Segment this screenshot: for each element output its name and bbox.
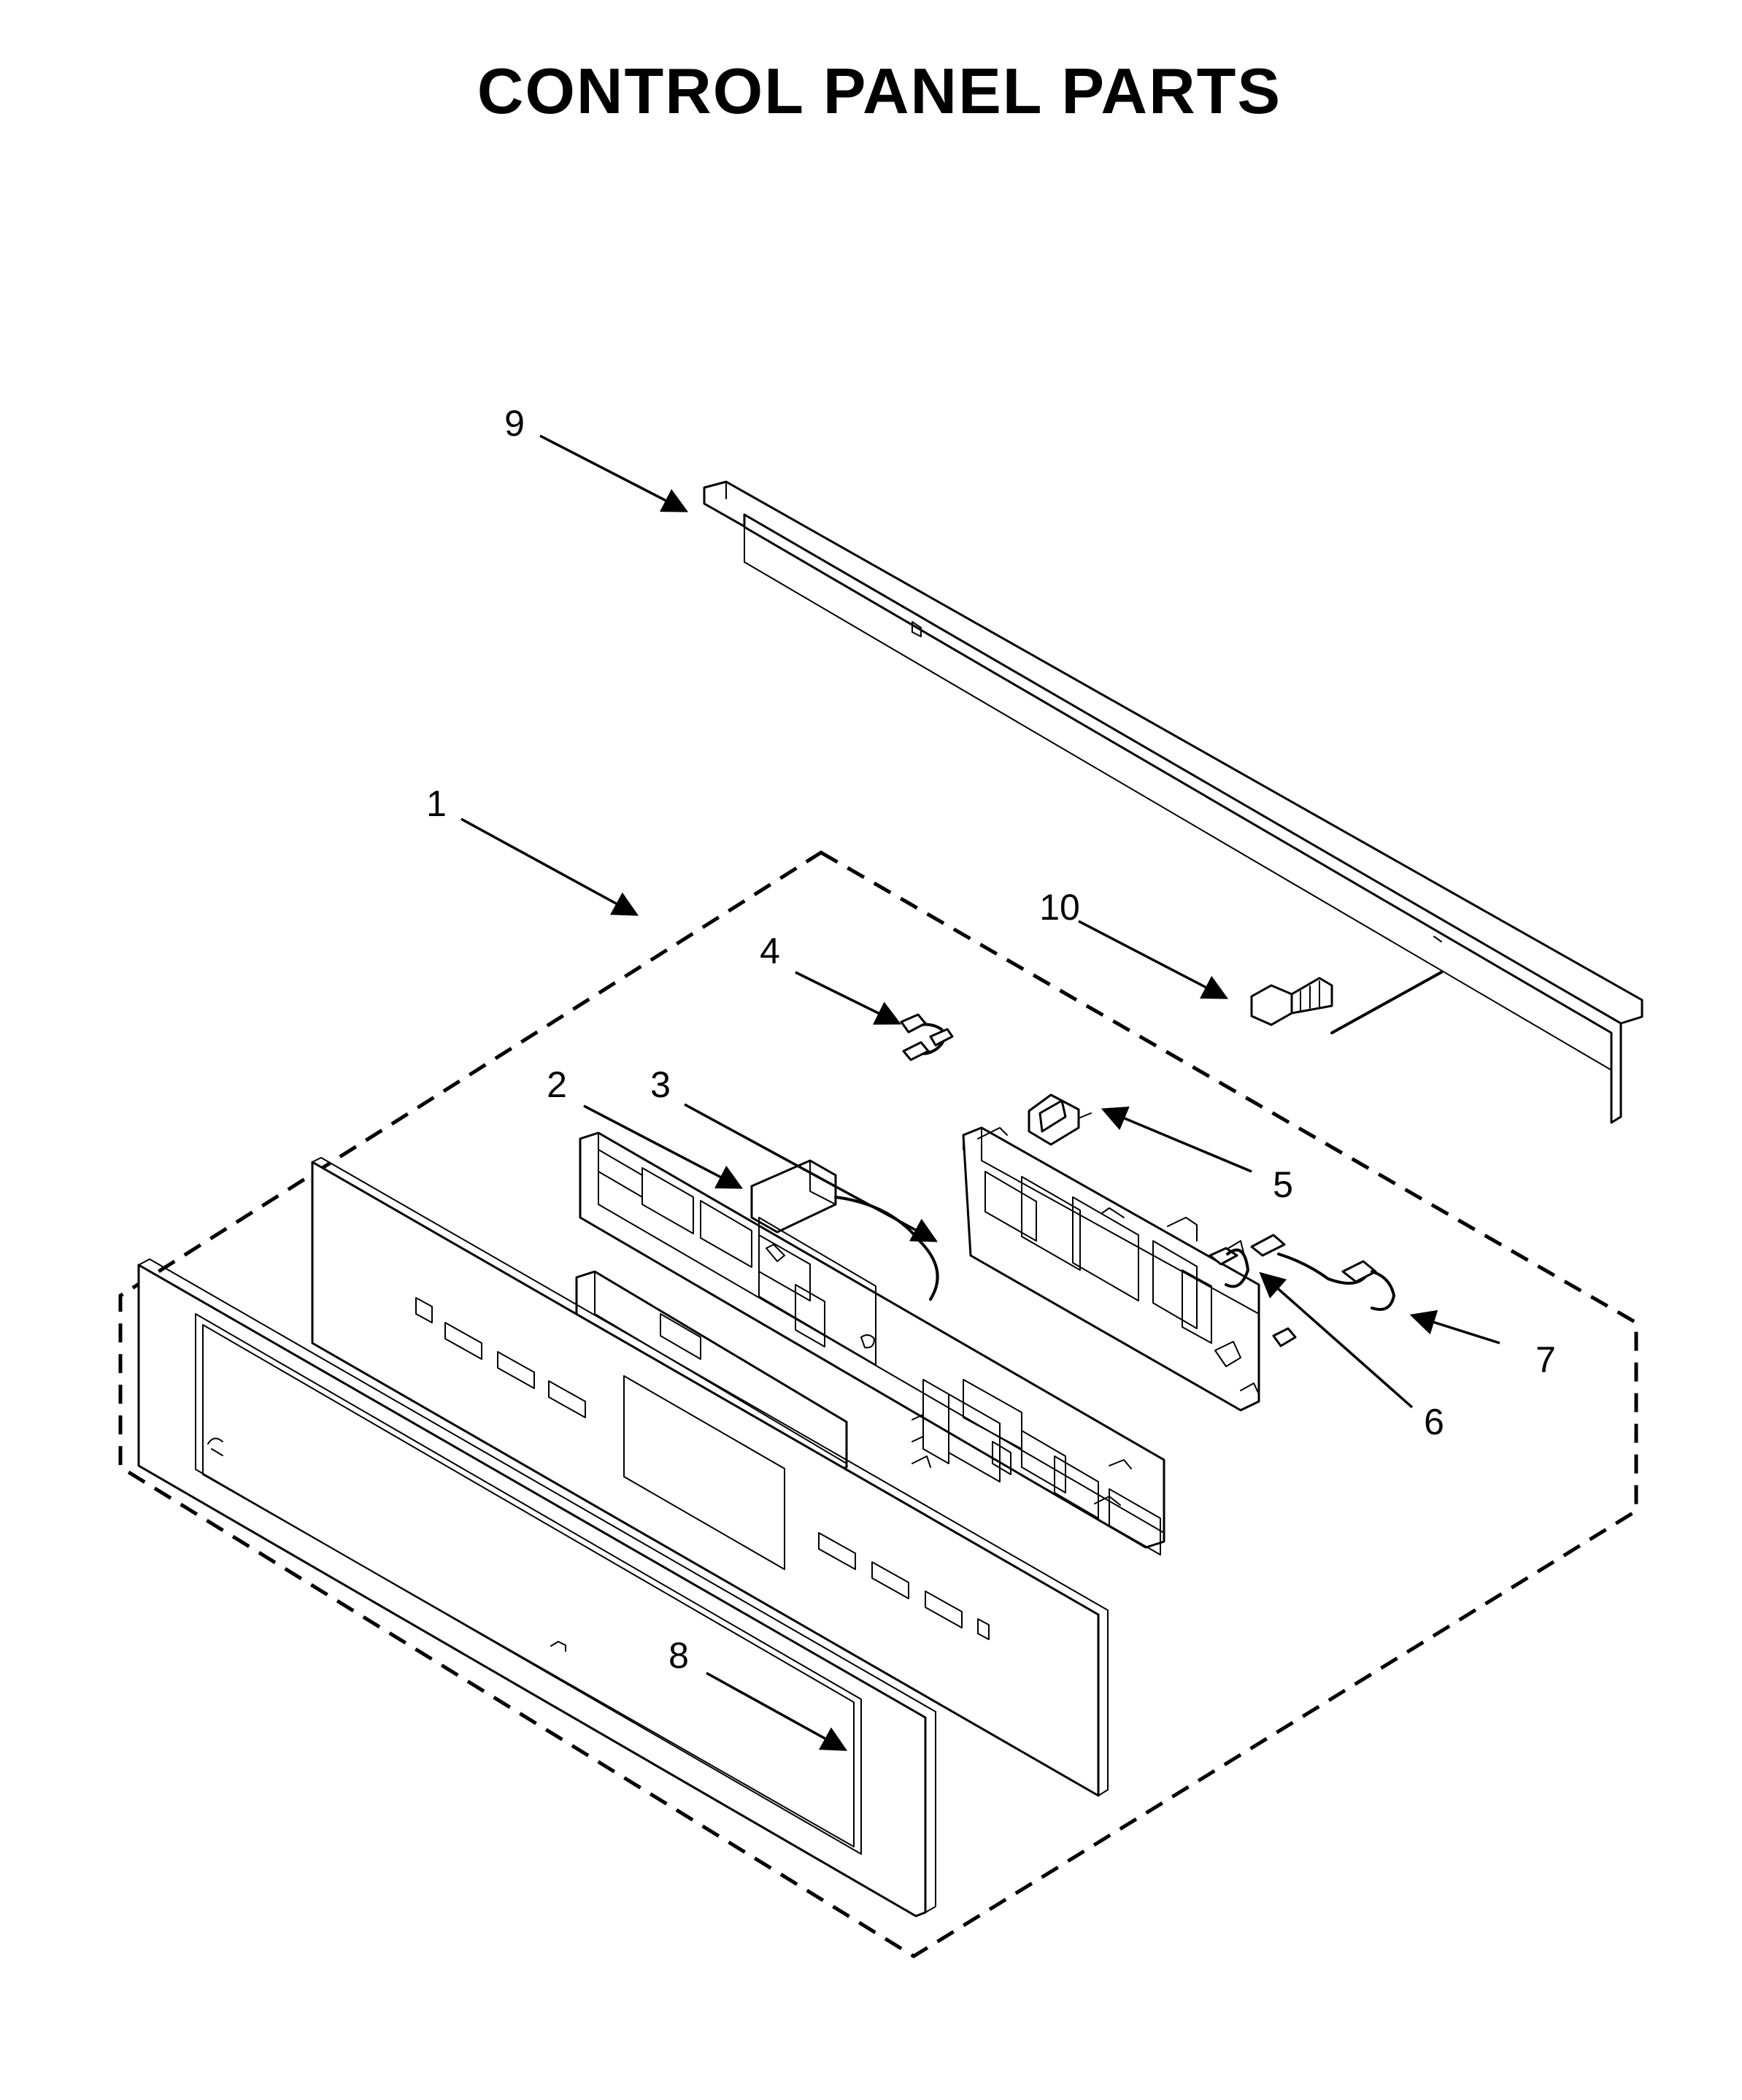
display-overlay (311, 1157, 1109, 1797)
leader-3 (684, 1103, 939, 1242)
part-2-touch-panel (575, 1131, 1165, 1555)
leader-10 (1078, 920, 1229, 999)
part-7-wire-harness (1250, 1234, 1395, 1311)
part-9-trim-rail (703, 480, 1643, 1124)
leader-2 (583, 1104, 744, 1189)
leader-4 (795, 971, 902, 1025)
assembly-boundary (118, 850, 1638, 1958)
callout-2: 2 (547, 1064, 567, 1105)
callout-3: 3 (650, 1064, 671, 1105)
callout-1: 1 (426, 783, 447, 824)
part-10-screw (1250, 971, 1443, 1034)
callout-8: 8 (668, 1635, 689, 1676)
leader-6 (1259, 1272, 1414, 1409)
leader-5 (1101, 1107, 1252, 1173)
callout-4: 4 (760, 931, 780, 972)
part-6-connector (1209, 1247, 1297, 1347)
leader-7 (1409, 1309, 1500, 1345)
callout-5: 5 (1273, 1164, 1293, 1205)
part-8-trim-frame (137, 1258, 936, 1918)
callout-9: 9 (504, 403, 525, 444)
callout-10: 10 (1039, 887, 1080, 928)
leader-1 (460, 818, 639, 916)
part-4-wire-harness (900, 1013, 954, 1061)
part-5-screw (1028, 1093, 1092, 1146)
part-3-control-board (962, 1126, 1260, 1412)
leader-8 (706, 1672, 848, 1751)
callout-7: 7 (1535, 1339, 1556, 1380)
leader-9 (539, 434, 689, 512)
diagram-title: CONTROL PANEL PARTS (477, 55, 1282, 127)
callout-6: 6 (1424, 1401, 1444, 1442)
